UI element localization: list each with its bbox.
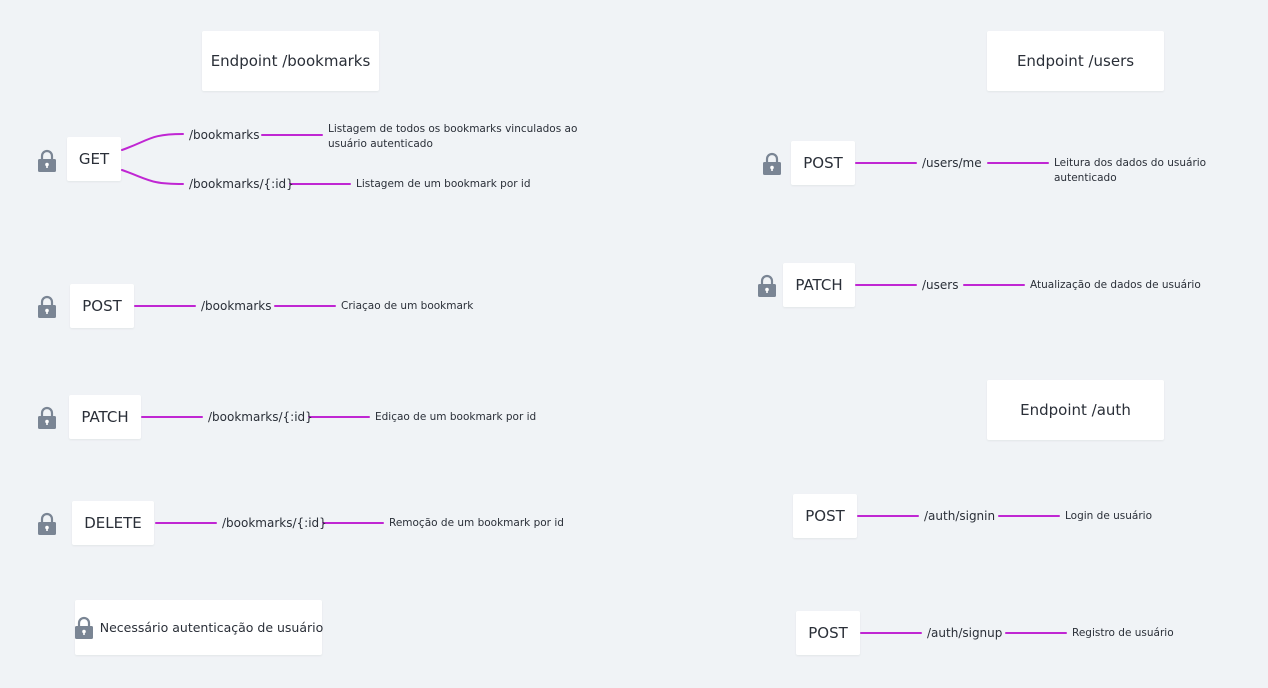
method-patch-bookmarks[interactable]: PATCH [69, 395, 141, 439]
route-description: Listagem de um bookmark por id [356, 178, 531, 190]
lock-icon [757, 274, 777, 298]
method-delete-bookmarks[interactable]: DELETE [72, 501, 154, 545]
method-post-signup[interactable]: POST [796, 611, 860, 655]
route-description: Criaçao de um bookmark [341, 300, 474, 312]
legend-auth-required: Necessário autenticação de usuário [74, 600, 324, 655]
route-path: /bookmarks [189, 128, 260, 142]
legend-text: Necessário autenticação de usuário [99, 620, 324, 635]
auth-endpoint-title: Endpoint /auth [987, 380, 1164, 440]
method-post-signin[interactable]: POST [793, 494, 857, 538]
route-path: /auth/signup [927, 626, 1003, 640]
bookmarks-endpoint-title: Endpoint /bookmarks [202, 31, 379, 91]
lock-icon [37, 295, 57, 319]
route-description: Login de usuário [1065, 510, 1152, 522]
route-description: Atualização de dados de usuário [1030, 279, 1201, 291]
route-path: /bookmarks/{:id} [208, 410, 313, 424]
lock-icon [37, 149, 57, 173]
route-description: Registro de usuário [1072, 627, 1174, 639]
method-post-users-me[interactable]: POST [791, 141, 855, 185]
connector-get-bookmarks-id [121, 169, 184, 185]
method-post-bookmarks[interactable]: POST [70, 284, 134, 328]
lock-icon [37, 406, 57, 430]
route-path: /bookmarks/{:id} [189, 177, 294, 191]
lock-icon [37, 512, 57, 536]
method-patch-users[interactable]: PATCH [783, 263, 855, 307]
connector-get-bookmarks [121, 133, 184, 151]
lock-icon [762, 152, 782, 176]
method-get-bookmarks[interactable]: GET [67, 137, 121, 181]
route-path: /bookmarks/{:id} [222, 516, 327, 530]
route-description: Leitura dos dados do usuário autenticado [1054, 157, 1207, 184]
route-description: Ediçao de um bookmark por id [375, 411, 537, 423]
users-endpoint-title: Endpoint /users [987, 31, 1164, 91]
route-description: Remoção de um bookmark por id [389, 517, 564, 529]
route-path: /users [922, 278, 959, 292]
lock-icon [74, 616, 94, 640]
route-description: Listagem de todos os bookmarks vinculado… [328, 123, 578, 150]
route-path: /bookmarks [201, 299, 272, 313]
route-path: /auth/signin [924, 509, 996, 523]
route-path: /users/me [922, 156, 982, 170]
